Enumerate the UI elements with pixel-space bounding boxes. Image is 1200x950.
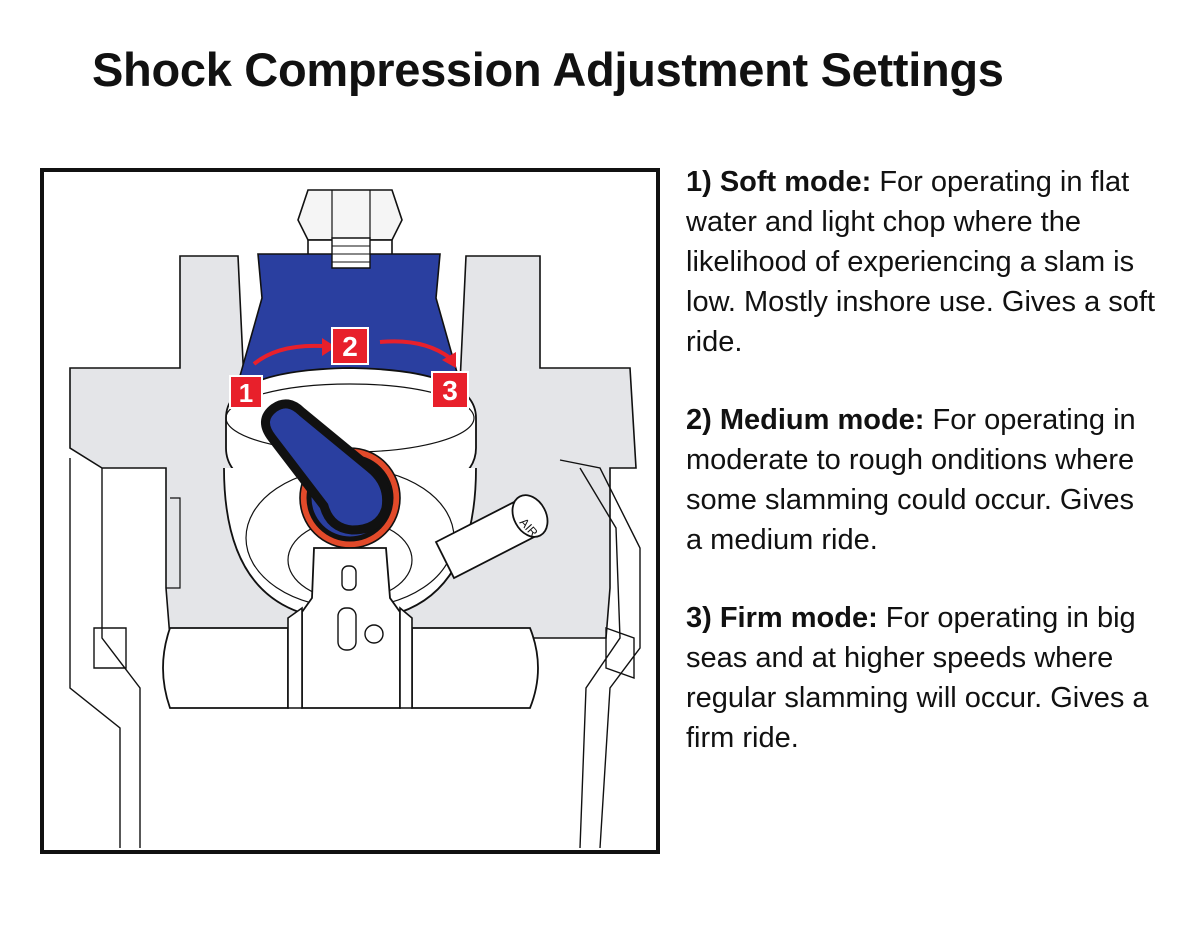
shock-diagram: AIR 1 2 3 bbox=[40, 168, 660, 854]
firm-mode-text: For operating in big seas and at higher … bbox=[686, 602, 1149, 754]
right-bracket bbox=[559, 459, 641, 849]
marker-2-label: 2 bbox=[342, 331, 358, 362]
mode-descriptions: 1) Soft mode: For operating in flat wate… bbox=[686, 162, 1156, 796]
marker-3-box bbox=[431, 371, 469, 409]
firm-mode-heading: 3) Firm mode: bbox=[686, 602, 878, 634]
soft-mode-text: For operating in flat water and light ch… bbox=[686, 166, 1156, 358]
left-bracket bbox=[69, 458, 141, 848]
medium-mode-heading: 2) Medium mode: bbox=[686, 404, 925, 436]
marker-2-box bbox=[331, 327, 369, 365]
mount-bar bbox=[162, 627, 289, 709]
top-nut bbox=[297, 189, 403, 241]
arrow-2-to-3 bbox=[379, 339, 452, 360]
medium-mode-text: For operating in moderate to rough ondit… bbox=[686, 404, 1136, 556]
soft-mode-heading: 1) Soft mode: bbox=[686, 166, 872, 198]
marker-1-label: 1 bbox=[239, 378, 253, 408]
marker-3-label: 3 bbox=[442, 375, 458, 406]
air-valve: AIR bbox=[434, 494, 549, 580]
dial-lever bbox=[261, 399, 392, 535]
soft-mode-description: 1) Soft mode: For operating in flat wate… bbox=[686, 162, 1156, 362]
arrow-1-to-2 bbox=[252, 343, 323, 366]
page-title: Shock Compression Adjustment Settings bbox=[92, 43, 1004, 96]
thread-stud bbox=[331, 237, 371, 269]
firm-mode-description: 3) Firm mode: For operating in big seas … bbox=[686, 598, 1156, 758]
marker-1-box bbox=[229, 375, 263, 409]
shock-illustration: AIR 1 2 3 bbox=[40, 168, 660, 854]
medium-mode-description: 2) Medium mode: For operating in moderat… bbox=[686, 400, 1156, 560]
